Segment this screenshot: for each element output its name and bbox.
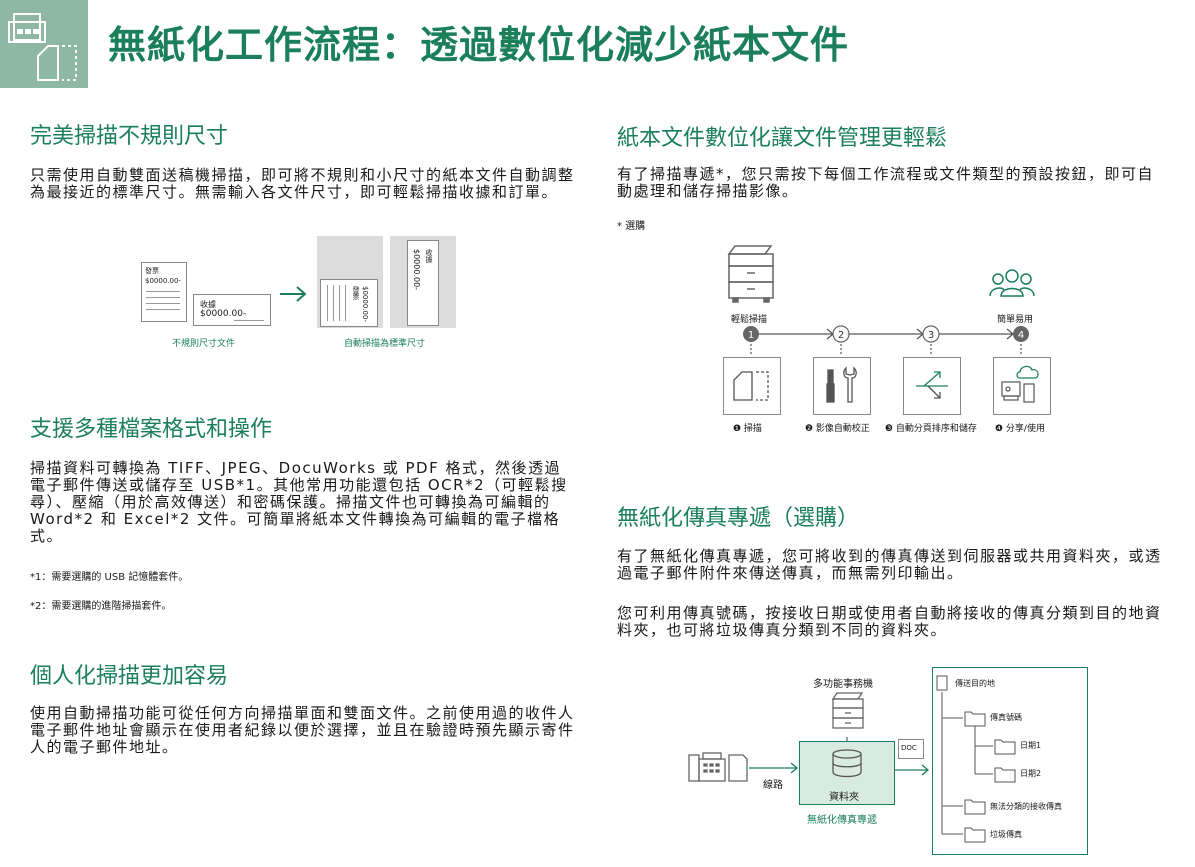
step-box-correct [813, 357, 871, 415]
rotated-receipt-amount: $0000.00- [412, 249, 421, 291]
tree-junk: 垃圾傳真 [990, 830, 1022, 839]
caption-standard: 自動掃描為標準尺寸 [344, 339, 426, 349]
step-timeline: 1 2 3 4 [743, 325, 1029, 354]
arrow-right-icon [280, 286, 307, 302]
section-title-personal: 個人化掃描更加容易 [30, 664, 229, 689]
step-number-4: 4 [1018, 330, 1024, 341]
rotated-receipt-title: 收據 [425, 249, 433, 263]
tree-date2: 日期2 [1020, 769, 1042, 778]
section-body-fax-1: 有了無紙化傳真專遞，您可將收到的傳真傳送到伺服器或共用資料夾，或透過電子郵件附件… [617, 547, 1162, 582]
section-title-irregular: 完美掃描不規則尺寸 [30, 124, 229, 149]
step-box-share [993, 357, 1051, 415]
standard-page-1: 發票 $0000.00- [317, 236, 383, 328]
step-number-3: 3 [928, 330, 934, 341]
fax-folder-box: 資料夾 [799, 741, 895, 805]
step-box-sort [903, 357, 961, 415]
scan-workflow-diagram: 輕鬆掃描 簡單易用 1 2 3 4 [715, 240, 1075, 435]
step-label-1: ❶ 掃描 [733, 424, 762, 434]
section-title-fax: 無紙化傳真專遞（選購） [617, 506, 860, 531]
step-number-1: 1 [748, 330, 754, 341]
invoice-amount: $0000.00- [145, 277, 181, 285]
database-icon [832, 749, 862, 778]
step-label-3: ❸ 自動分頁排序和儲存 [885, 424, 977, 434]
header-icon-box [0, 0, 88, 88]
irregular-size-illustration: 發票 $0000.00- 收據 $0000.00- 發票 $0000.00- 收… [138, 236, 458, 351]
step-marker-3: 3 [922, 325, 940, 343]
step-marker-4: 4 [1013, 326, 1029, 342]
digitize-footnote: * 選購 [617, 221, 646, 232]
invoice-title: 發票 [145, 267, 159, 275]
multifunction-printer-small-icon [831, 692, 864, 729]
label-mfp: 多功能事務機 [813, 679, 873, 690]
standard-page-2: 收據 $0000.00- [390, 236, 456, 328]
fax-machine-icon [688, 752, 748, 782]
label-line: 線路 [763, 780, 783, 791]
tree-lines [936, 675, 1016, 843]
page-title: 無紙化工作流程：透過數位化減少紙本文件 [108, 23, 850, 67]
rotated-receipt: 收據 $0000.00- [407, 240, 439, 326]
users-group-icon [989, 269, 1035, 297]
sort-arrows-icon [916, 371, 948, 399]
tree-unsorted: 無法分類的接收傳真 [990, 802, 1062, 811]
step-label-2: ❷ 影像自動校正 [805, 424, 870, 434]
scanner-document-icon [8, 13, 77, 81]
label-easy-scan: 輕鬆掃描 [731, 315, 768, 325]
receipt-amount: $0000.00- [200, 309, 247, 319]
footnote-advanced-scan: *2：需要選購的進階掃描套件。 [30, 601, 172, 612]
invoice-doc: 發票 $0000.00- [141, 262, 187, 322]
step-marker-2: 2 [832, 325, 850, 343]
tree-root: 傳送目的地 [955, 679, 995, 688]
paperless-fax-diagram: 多功能事務機 [685, 665, 1090, 860]
label-paperless-fax-service: 無紙化傳真專遞 [807, 815, 877, 826]
destination-tree-box: 傳送目的地 傳真號碼 日期1 日期2 無法分類的接收傳真 垃圾傳真 [932, 667, 1088, 855]
label-easy-use: 簡單易用 [997, 315, 1034, 325]
tools-icon [826, 366, 857, 403]
caption-irregular: 不規則尺寸文件 [172, 339, 236, 349]
step-number-2: 2 [838, 330, 844, 341]
receipt-title: 收據 [200, 300, 216, 309]
section-body-fax-2: 您可利用傳真號碼，按接收日期或使用者自動將接收的傳真分類到目的地資料夾，也可將垃… [617, 604, 1162, 639]
step-label-4: ❹ 分享/使用 [995, 424, 1045, 434]
rotated-invoice: 發票 $0000.00- [320, 279, 378, 327]
footnote-usb: *1：需要選購的 USB 記憶體套件。 [30, 572, 189, 583]
tree-fax-number: 傳真號碼 [990, 713, 1022, 722]
doc-label: DOC [901, 744, 917, 752]
section-body-digitize: 有了掃描專遞*，您只需按下每個工作流程或文件類型的預設按鈕，即可自動處理和儲存掃… [617, 165, 1155, 200]
rotated-invoice-amount: $0000.00- [361, 286, 369, 322]
fax-flow-lines [749, 737, 930, 776]
devices-cloud-icon [1001, 365, 1039, 403]
multifunction-printer-icon [727, 245, 774, 303]
section-body-irregular: 只需使用自動雙面送稿機掃描，即可將不規則和小尺寸的紙本文件自動調整為最接近的標準… [30, 166, 575, 201]
section-title-digitize: 紙本文件數位化讓文件管理更輕鬆 [617, 126, 948, 151]
step-box-scan [723, 357, 781, 415]
step-marker-1: 1 [743, 326, 759, 342]
section-body-formats: 掃描資料可轉換為 TIFF、JPEG、DocuWorks 或 PDF 格式，然後… [30, 459, 568, 545]
rotated-invoice-title: 發票 [352, 286, 360, 300]
receipt-doc: 收據 $0000.00- [193, 294, 271, 326]
tree-date1: 日期1 [1020, 741, 1042, 750]
label-folder: 資料夾 [829, 792, 859, 803]
section-title-formats: 支援多種檔案格式和操作 [30, 417, 273, 442]
doc-file-icon: DOC [898, 739, 924, 759]
section-body-personal: 使用自動掃描功能可從任何方向掃描單面和雙面文件。之前使用過的收件人電子郵件地址會… [30, 704, 575, 756]
scan-icon [733, 371, 769, 401]
